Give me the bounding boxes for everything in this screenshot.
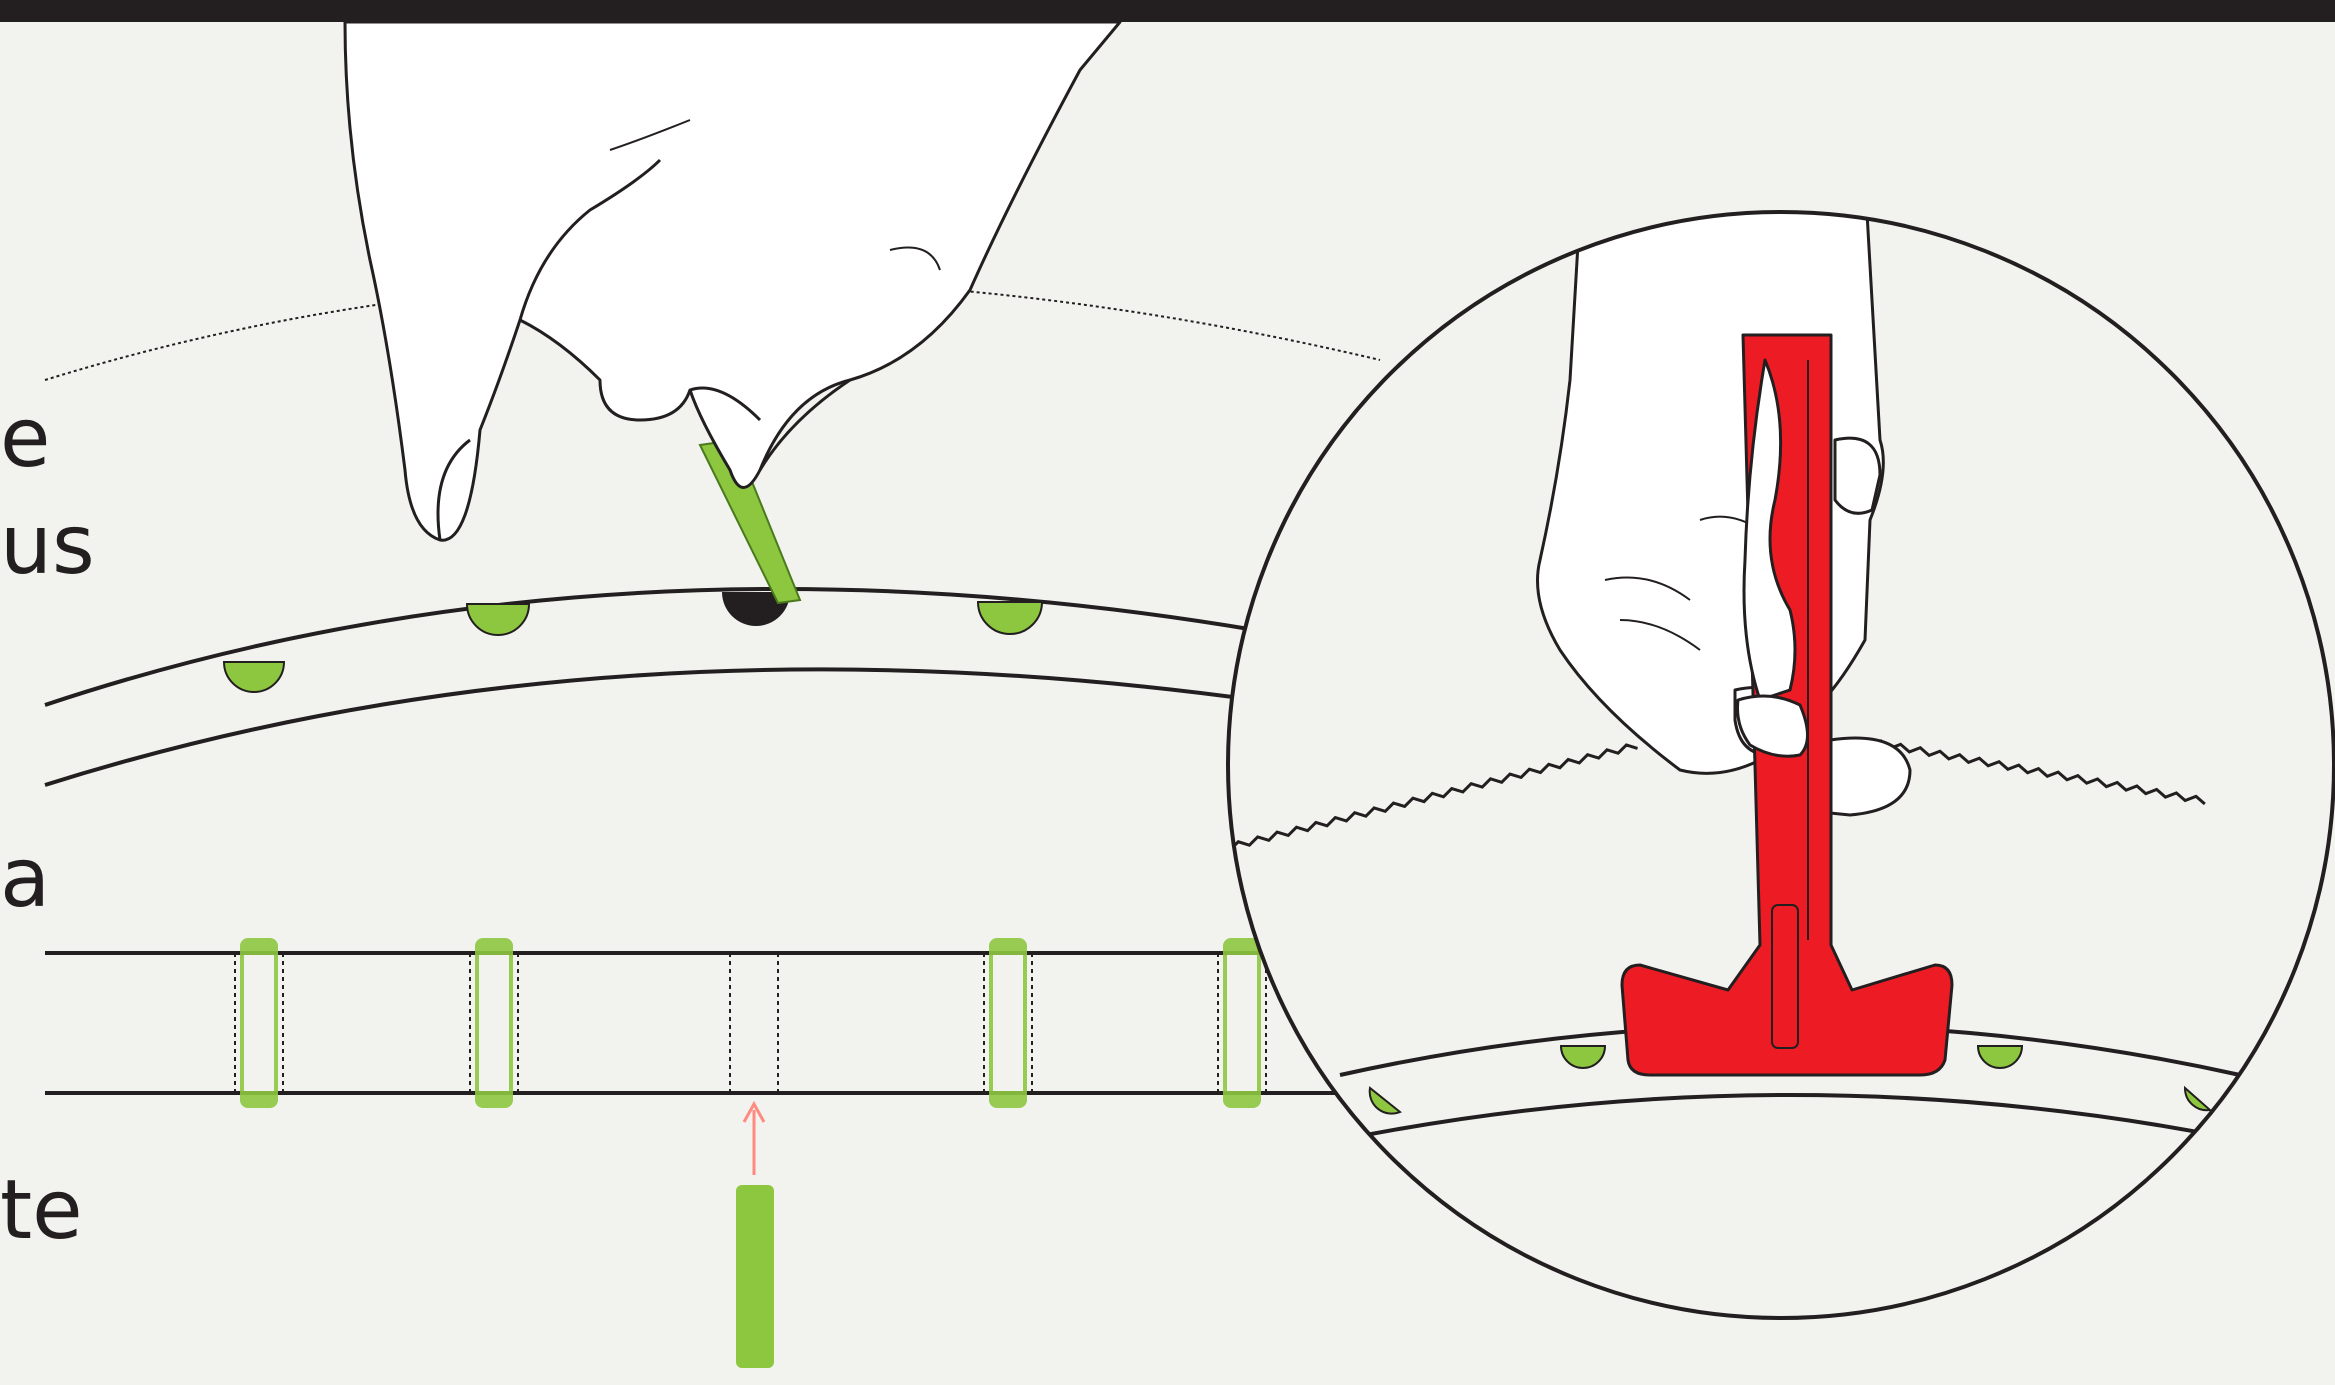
flat-rim-strip [45, 938, 1400, 1108]
tire-bead-wavy [1869, 739, 2206, 806]
rim-hole-open [722, 592, 790, 626]
zoom-rim-hole-green [2183, 1085, 2213, 1112]
text-fragment-2: us [0, 498, 95, 593]
strip-hole-plugged [234, 938, 284, 1108]
zoom-circle-contents [1228, 212, 2241, 1142]
strip-hole-plugged [469, 938, 519, 1108]
rim-hole-green [222, 661, 286, 693]
green-plug-icon [736, 1185, 774, 1368]
text-fragment-4: te [0, 1163, 83, 1258]
insert-arrow [742, 1100, 766, 1175]
strip-hole-plugged [1217, 938, 1267, 1108]
curved-rim [44, 587, 1256, 787]
rim-hole-green [976, 601, 1044, 635]
tire-bead-wavy [1228, 743, 1638, 852]
text-fragment-1: e [0, 391, 51, 486]
strip-hole-empty [729, 953, 779, 1093]
fingers-over-tool [1736, 358, 1809, 758]
hand-pulling-plug-icon [343, 20, 1122, 542]
zoom-circle-border [1226, 210, 2335, 1320]
text-fragment-3: a [0, 831, 51, 926]
zoom-rim-hole-green [1976, 1045, 2024, 1069]
rim-hole-green [465, 603, 531, 636]
strip-hole-plugged [983, 938, 1033, 1108]
zoom-rim-hole-green [1368, 1086, 1402, 1115]
top-bar [0, 0, 2335, 22]
tire-outline-dashed [44, 278, 1381, 381]
zoom-rim-hole-green [1559, 1045, 1607, 1069]
